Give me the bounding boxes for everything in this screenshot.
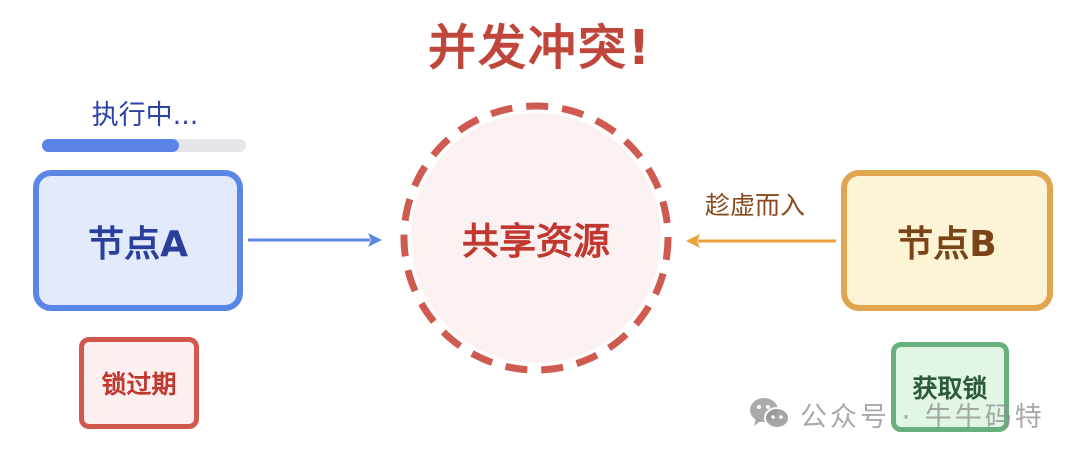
acquire-lock-label: 获取锁 [912,374,988,403]
node-b-to-resource-arrow [686,234,836,248]
node-b-label: 节点B [897,223,997,265]
shared-resource-circle: 共享资源 [398,100,674,376]
lock-expired-tag: 锁过期 [79,337,199,429]
execution-progress-fill [42,139,179,152]
node-a-box: 节点A [33,170,243,311]
node-a-label: 节点A [88,223,188,265]
lock-expired-label: 锁过期 [101,370,177,399]
intrude-label: 趁虚而入 [705,191,806,220]
watermark: 公众号 · 牛牛码特 [748,392,1045,436]
dashed-circle-border [400,102,672,374]
node-b-box: 节点B [841,170,1053,311]
acquire-lock-tag: 获取锁 [891,342,1009,432]
execution-progress-bar [42,139,246,152]
watermark-text: 公众号 · 牛牛码特 [800,401,1045,433]
executing-status-label: 执行中... [91,100,199,131]
wechat-icon [750,398,790,429]
diagram-title: 并发冲突! [428,20,652,76]
shared-resource-label: 共享资源 [462,220,610,263]
node-a-to-resource-arrow [248,233,382,247]
